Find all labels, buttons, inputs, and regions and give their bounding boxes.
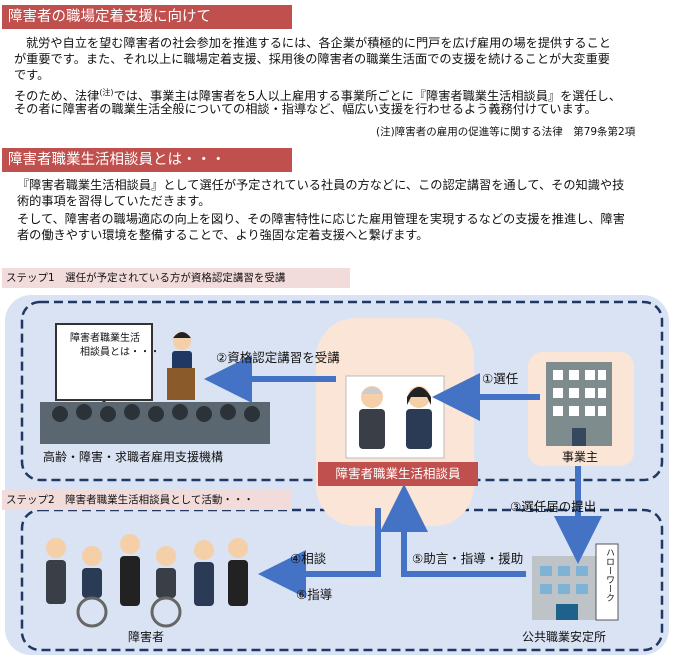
counselor-label: 障害者職業生活相談員	[318, 462, 478, 486]
para2-line3: そして、障害者の職場適応の向上を図り、その障害特性に応じた雇用管理を実現するなど…	[17, 212, 625, 226]
whiteboard-line2: 相談員とは・・・	[80, 347, 160, 358]
org-label: 高齢・障害・求職者雇用支援機構	[43, 450, 224, 464]
arrow-submit-notice-label: ③選任届の提出	[510, 499, 597, 514]
hello-work-sign: ハローワーク	[604, 548, 614, 602]
arrow-appoint-label: ①選任	[482, 371, 519, 386]
employer-building-illustration	[546, 362, 612, 446]
para1-line4: そのため、法律(注)では、事業主は障害者を5人以上雇用する事業所ごとに『障害者職…	[14, 88, 622, 104]
para1-line3: です。	[14, 68, 50, 82]
counselors-illustration	[345, 375, 445, 459]
step2-banner: ステップ2 障害者職業生活相談員として活動・・・	[2, 490, 292, 510]
section-heading-2: 障害者職業生活相談員とは・・・	[2, 148, 292, 172]
step1-dashed-box	[20, 300, 664, 482]
para2-line2: 術的事項を習得していただきます。	[17, 194, 211, 208]
disabled-people-illustration	[46, 534, 248, 628]
arrow-advice	[380, 484, 526, 577]
para2-line1: 『障害者職業生活相談員』として選任が予定されている社員の方などに、この認定講習を…	[17, 178, 625, 192]
employer-label: 事業主	[562, 450, 599, 464]
para1-line2: が重要です。また、それ以上に職場定着支援、採用後の障害者の職業生活面での支援を続…	[14, 52, 610, 66]
lecture-scene-illustration	[40, 323, 270, 444]
section-heading-1: 障害者の職場定着支援に向けて	[2, 5, 292, 29]
para1-line5: その者に障害者の職業生活全般についての相談・指導など、幅広い支援を行わせるよう義…	[14, 102, 597, 116]
arrow-consultation	[258, 508, 381, 598]
step1-banner: ステップ1 選任が予定されている方が資格認定講習を受講	[2, 268, 350, 288]
arrow-consultation-label: ④相談	[290, 551, 327, 566]
law-footnote: (注)障害者の雇用の促進等に関する法律 第79条第2項	[376, 126, 636, 138]
hello-work-label: 公共職業安定所	[522, 630, 607, 644]
arrow-advice-label: ⑤助言・指導・援助	[412, 551, 524, 566]
para2-line4: 者の働きやすい環境を整備することで、より強固な定着支援へと繋げます。	[17, 228, 429, 242]
para1-line1: 就労や自立を望む障害者の社会参加を推進するには、各企業が積極的に門戸を広げ雇用の…	[26, 36, 611, 50]
disabled-people-label: 障害者	[128, 630, 165, 644]
arrow-attend-training-label: ②資格認定講習を受講	[216, 350, 340, 365]
arrow-guidance-label: ⑥指導	[296, 587, 333, 602]
whiteboard-line1: 障害者職業生活	[70, 333, 140, 344]
